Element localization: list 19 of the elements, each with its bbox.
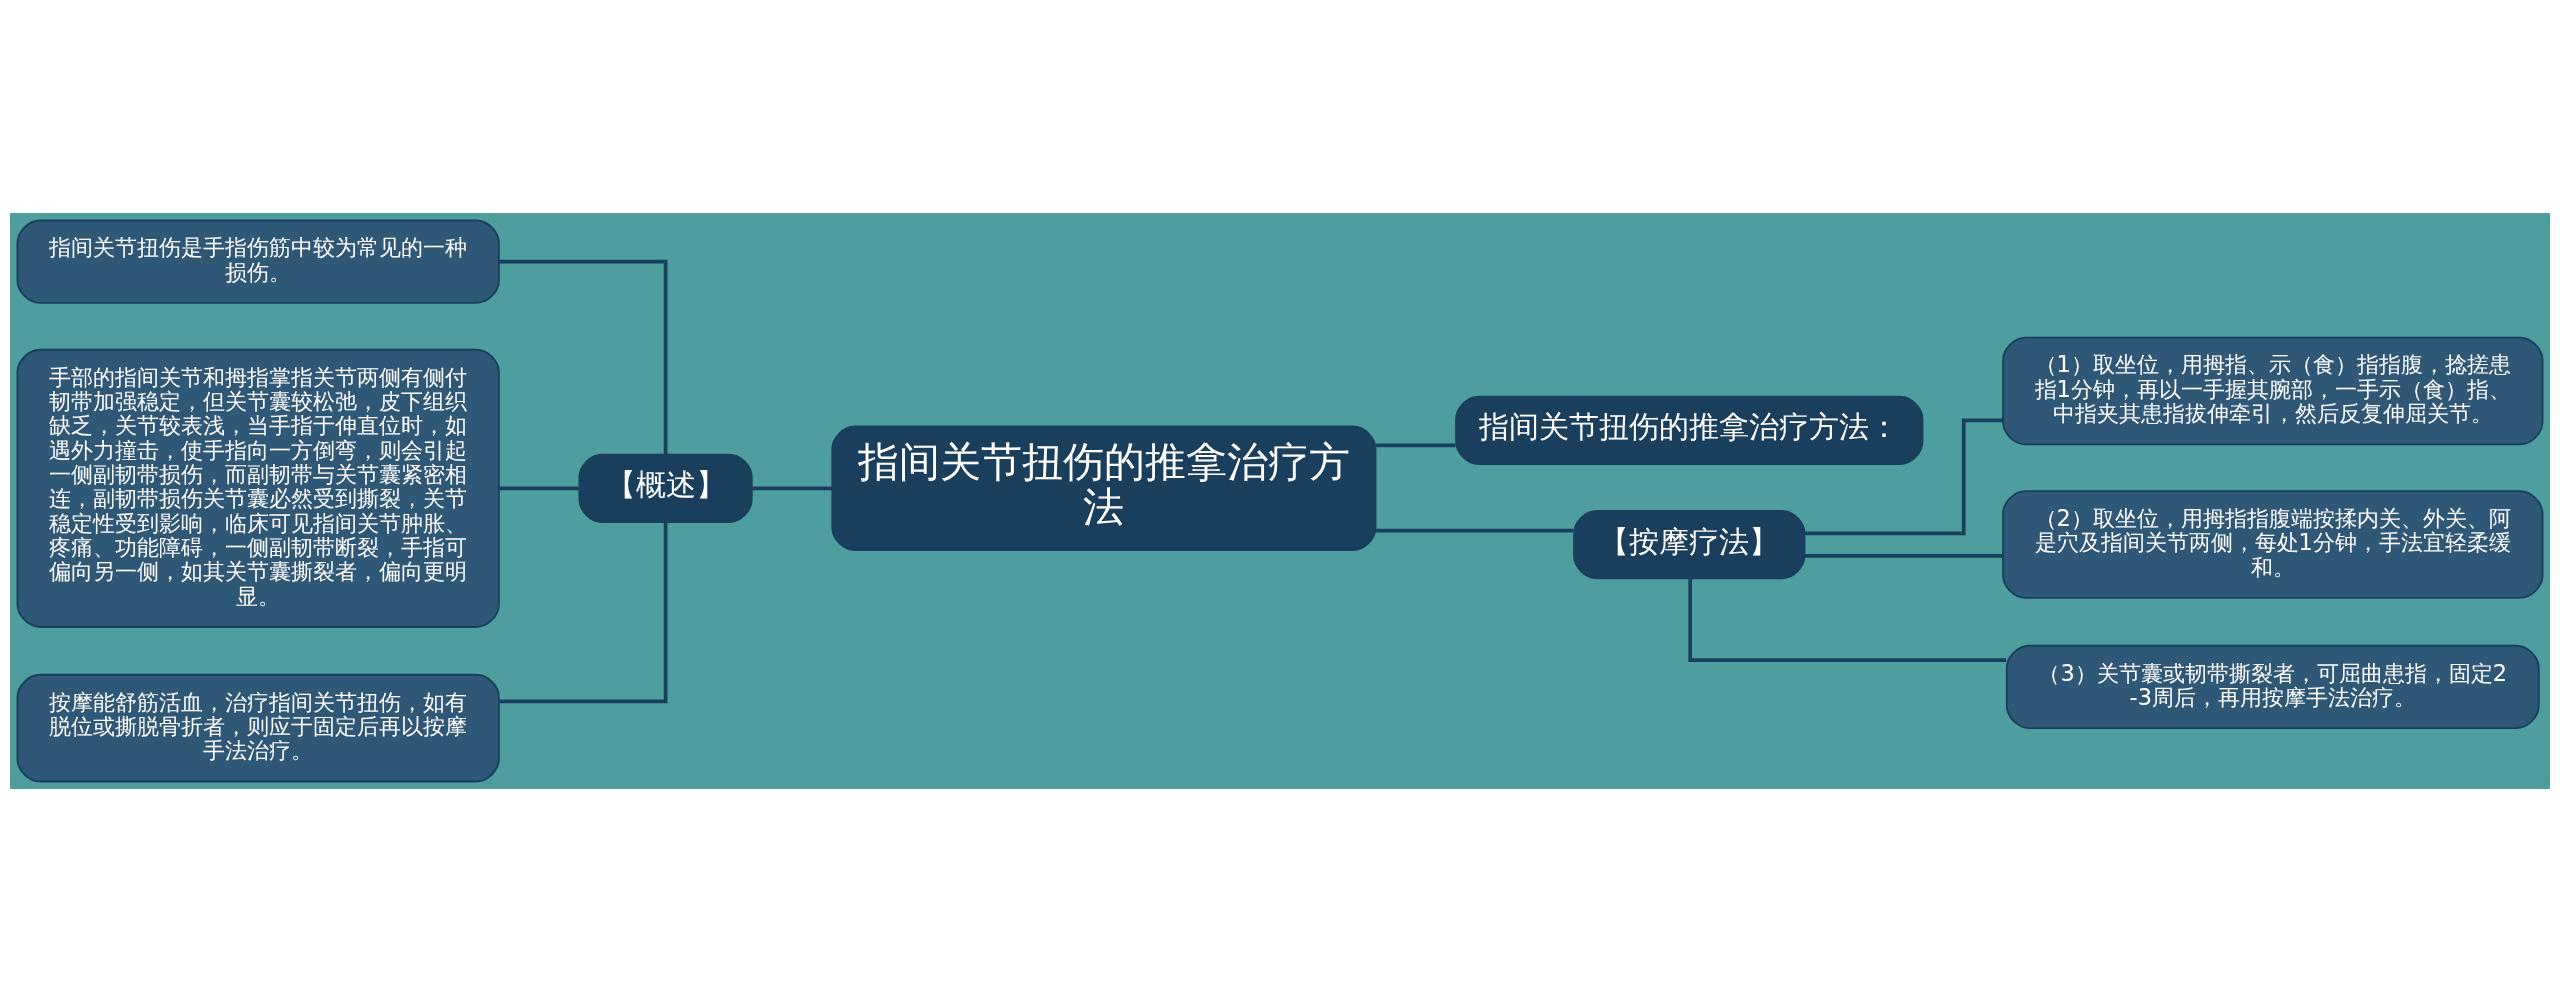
node-box: 指间关节扭伤的推拿治疗方法： — [1455, 395, 1924, 465]
connector — [499, 486, 579, 490]
connector — [1688, 578, 2007, 662]
node-box: 【概述】 — [578, 453, 753, 523]
node-box: （1）取坐位，用拇指、示（食）指指腹，捻搓患指1分钟，再以一手握其腕部，一手示（食）指、中指夹其患指拔伸牵引，然后反复伸屈关节。 — [2002, 336, 2544, 445]
connector — [1804, 553, 2003, 558]
connector — [499, 521, 668, 703]
node-box: （2）取坐位，用拇指指腹端按揉内关、外关、阿是穴及指间关节两侧，每处1分钟，手法宜轻柔缓和。 — [2002, 489, 2544, 599]
connector — [1804, 418, 2003, 535]
connector — [499, 259, 668, 454]
connector — [1376, 442, 1456, 447]
node-box: 【按摩疗法】 — [1573, 509, 1806, 579]
connector — [1376, 528, 1574, 532]
connector — [752, 486, 833, 490]
node-box: 按摩能舒筋活血，治疗指间关节扭伤，如有脱位或撕脱骨折者，则应于固定后再以按摩手法治疗。 — [16, 673, 500, 782]
node-box: （3）关节囊或韧带撕裂者，可屈曲患指，固定2-3周后，再用按摩手法治疗。 — [2005, 644, 2540, 729]
node-box: 指间关节扭伤的推拿治疗方法 — [831, 425, 1377, 551]
node-box: 手部的指间关节和拇指掌指关节两侧有侧付韧带加强稳定，但关节囊较松弛，皮下组织缺乏，关节较表浅，当手指于伸直位时，如遇外力撞击，使手指向一方倒弯，则会引起一侧副韧带损伤，而副韧带与关节囊紧密相连，副韧带损伤关节囊必然受到撕裂，关节稳定性受到影响，临床可见指间关节肿胀、疼痛、功能障碍，一侧副韧带断裂，手指可偏向另一侧，如其关节囊撕裂者，偏向更明显。 — [16, 348, 500, 628]
node-box: 指间关节扭伤是手指伤筋中较为常见的一种损伤。 — [16, 219, 500, 304]
